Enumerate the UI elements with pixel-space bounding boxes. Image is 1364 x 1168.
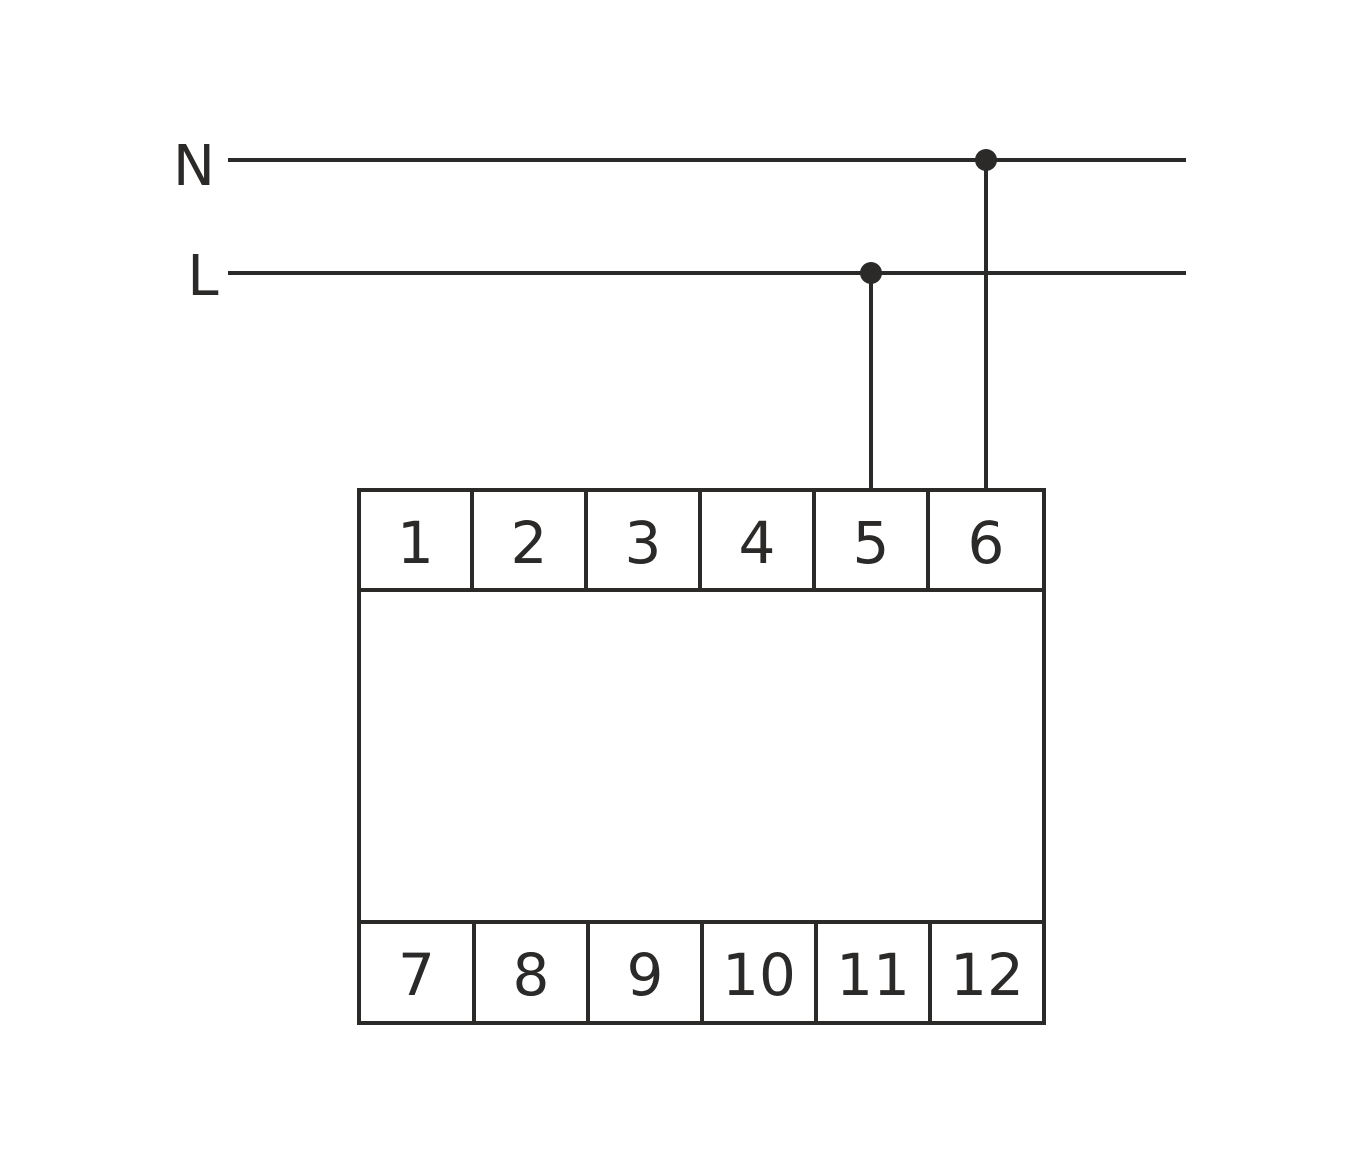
line-label-n: N: [173, 134, 215, 199]
terminal-label-6: 6: [968, 509, 1005, 577]
terminal-label-1: 1: [397, 509, 434, 577]
terminal-label-12: 12: [950, 941, 1024, 1009]
terminal-label-9: 9: [627, 941, 664, 1009]
terminal-label-2: 2: [511, 509, 548, 577]
terminal-label-8: 8: [513, 941, 550, 1009]
terminal-label-3: 3: [625, 509, 662, 577]
terminal-label-7: 7: [398, 941, 435, 1009]
terminal-label-5: 5: [853, 509, 890, 577]
junction-dot-l: [860, 262, 882, 284]
terminal-label-10: 10: [722, 941, 796, 1009]
terminal-label-4: 4: [739, 509, 776, 577]
line-label-l: L: [187, 244, 218, 309]
terminal-label-11: 11: [836, 941, 910, 1009]
junction-dot-n: [975, 149, 997, 171]
